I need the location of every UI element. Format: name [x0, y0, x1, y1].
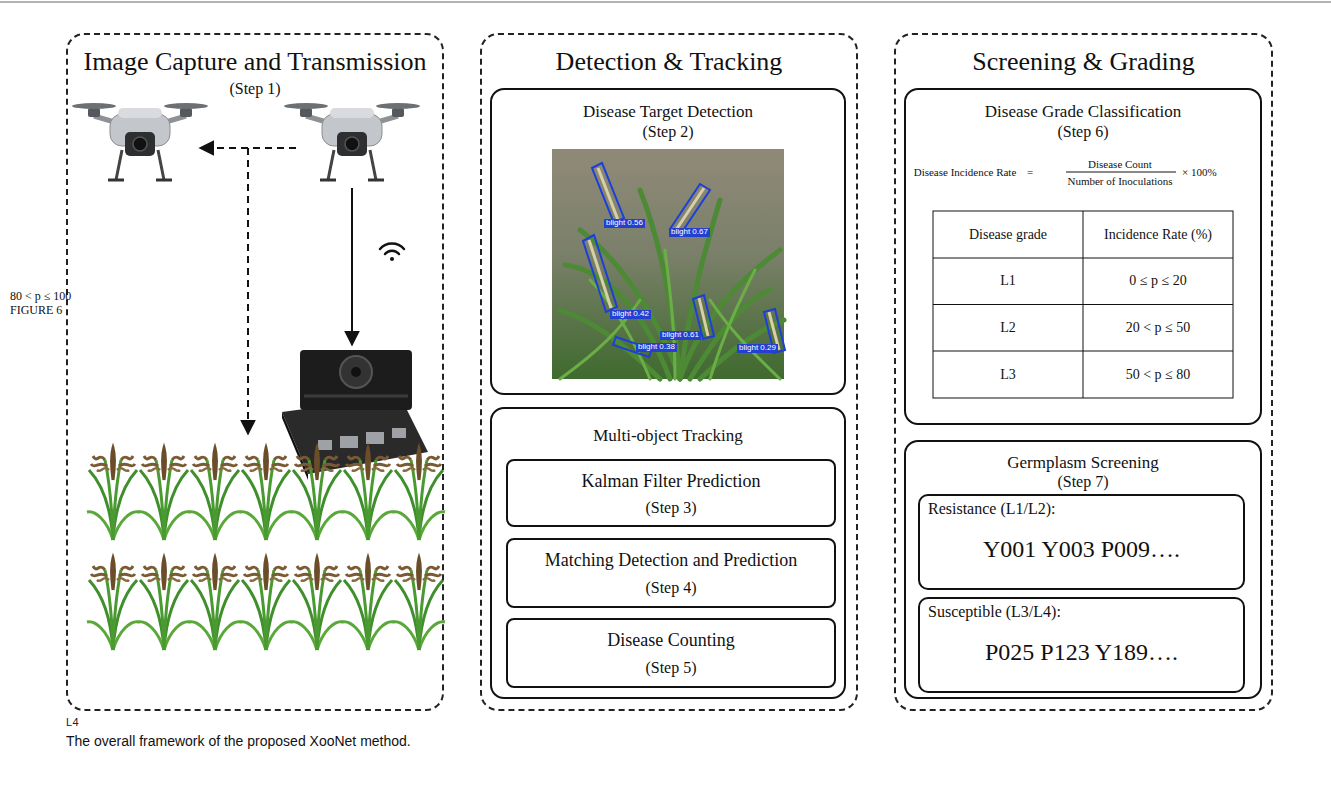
node-subtitle: (Step 2): [642, 123, 693, 141]
text-label: L2: [1000, 320, 1016, 335]
detection-tag: blight 0.29: [737, 344, 778, 353]
node-subtitle: P025 P123 Y189….: [985, 639, 1178, 667]
node-title: Disease Target Detection: [583, 102, 753, 122]
node-subtitle: (Step 6): [1057, 123, 1108, 141]
drone-icon: [284, 103, 420, 180]
stage-box: Germplasm Screening(Step 7)Resistance (L…: [904, 440, 1262, 699]
node-title: Resistance (L1/L2):: [928, 500, 1056, 518]
node-title: Detection & Tracking: [556, 47, 783, 77]
node-title: Matching Detection and Prediction: [545, 550, 797, 571]
node-title: Multi-object Tracking: [593, 426, 743, 446]
detection-tag: blight 0.42: [610, 310, 651, 319]
result-box: Susceptible (L3/L4): P025 P123 Y189….: [918, 597, 1245, 693]
panel: Screening & GradingDisease Grade Classif…: [894, 33, 1273, 711]
panel: Image Capture and Transmission (Step 1): [66, 33, 444, 711]
detection-tag: blight 0.56: [604, 219, 645, 228]
step-box: Disease Counting (Step 5): [506, 618, 836, 688]
drone-icon: [72, 103, 208, 180]
text-label: Disease Count: [1088, 158, 1152, 170]
top-rule: [0, 1, 1331, 3]
node-subtitle: (Step 4): [645, 579, 696, 597]
figure-caption: The overall framework of the proposed Xo…: [66, 733, 411, 749]
text-label: Disease Incidence Rate: [914, 166, 1017, 178]
stage-box: Multi-object TrackingKalman Filter Predi…: [490, 407, 846, 699]
node-title: Screening & Grading: [972, 47, 1194, 77]
node-subtitle: (Step 1): [229, 80, 280, 98]
text-label: Number of Inoculations: [1067, 175, 1172, 187]
text-label: 0 ≤ p ≤ 20: [1129, 273, 1186, 288]
grade-table-grid: [933, 211, 1233, 398]
text-label: Disease grade: [969, 227, 1047, 242]
node-title: Susceptible (L3/L4):: [928, 603, 1061, 621]
capture-arrow: [247, 148, 249, 434]
step-box: Matching Detection and Prediction (Step 4…: [506, 538, 836, 608]
node-title: Image Capture and Transmission: [83, 47, 426, 77]
node-subtitle: Y001 Y003 P009….: [983, 536, 1180, 564]
text-label: × 100%: [1182, 166, 1217, 178]
detection-tag: blight 0.61: [660, 331, 701, 340]
node-title: Kalman Filter Prediction: [582, 471, 761, 492]
node-title: Disease Counting: [607, 630, 735, 651]
text-label: 80 < p ≤ 100: [10, 290, 71, 303]
detection-tag: blight 0.67: [669, 228, 710, 237]
figure-number: L4: [66, 716, 79, 728]
step-box: Kalman Filter Prediction (Step 3): [506, 459, 836, 527]
rice-plants: [87, 448, 445, 650]
text-label: 20 < p ≤ 50: [1126, 320, 1191, 335]
text-label: L1: [1000, 273, 1016, 288]
node-title: Germplasm Screening: [1007, 453, 1159, 473]
fraction-bar: [1066, 172, 1176, 173]
detection-tag: blight 0.38: [636, 343, 677, 352]
text-label: L3: [1000, 367, 1016, 382]
transmit-arrow: [351, 188, 353, 345]
node-subtitle: (Step 5): [645, 659, 696, 677]
text-label: =: [1027, 166, 1033, 178]
detection-photo: [552, 149, 785, 379]
node-title: Disease Grade Classification: [985, 102, 1181, 122]
stage-box: Disease Grade Classification(Step 6): [904, 88, 1262, 425]
node-subtitle: (Step 3): [645, 499, 696, 517]
text-label: Incidence Rate (%): [1104, 227, 1212, 242]
text-label: FIGURE 6: [10, 304, 62, 317]
edge-board: [282, 350, 428, 480]
result-box: Resistance (L1/L2): Y001 Y003 P009….: [918, 494, 1245, 590]
wifi-icon: [380, 244, 404, 261]
text-label: 50 < p ≤ 80: [1126, 367, 1191, 382]
node-subtitle: (Step 7): [1057, 473, 1108, 491]
panel: Detection & TrackingDisease Target Detec…: [480, 33, 858, 711]
